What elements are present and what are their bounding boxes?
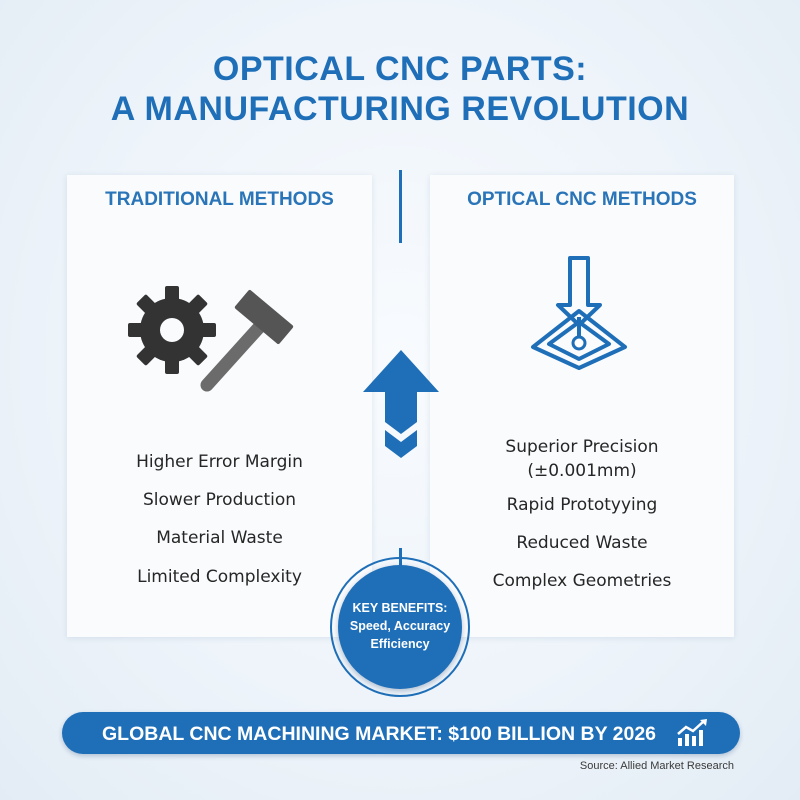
laser-platform-icon bbox=[531, 256, 627, 370]
list-item: Reduced Waste bbox=[516, 533, 648, 553]
list-item: Superior Precision bbox=[505, 437, 659, 457]
growth-chart-icon bbox=[677, 719, 707, 746]
market-banner: GLOBAL CNC MACHINING MARKET: $100 BILLIO… bbox=[62, 712, 740, 754]
list-item: Limited Complexity bbox=[137, 567, 302, 587]
traditional-methods-panel: TRADITIONAL METHODS Higher Error Margin … bbox=[67, 175, 372, 637]
market-banner-text: GLOBAL CNC MACHINING MARKET: $100 BILLIO… bbox=[102, 723, 657, 745]
badge-title: KEY BENEFITS: bbox=[352, 601, 448, 615]
list-item: (±0.001mm) bbox=[527, 461, 637, 481]
list-item: Material Waste bbox=[156, 528, 283, 548]
page-title-line-1: OPTICAL CNC PARTS: bbox=[212, 50, 588, 88]
optical-cnc-methods-heading: OPTICAL CNC METHODS bbox=[467, 189, 697, 210]
gear-hammer-icon bbox=[128, 286, 294, 392]
badge-line: Efficiency bbox=[370, 637, 430, 651]
key-benefits-badge: KEY BENEFITS: Speed, Accuracy Efficiency bbox=[338, 565, 462, 689]
list-item: Slower Production bbox=[142, 490, 297, 510]
list-item: Complex Geometries bbox=[492, 571, 672, 591]
list-item: Higher Error Margin bbox=[136, 452, 303, 472]
source-citation: Source: Allied Market Research bbox=[579, 760, 734, 772]
hammer-icon bbox=[200, 289, 294, 392]
page-title-line-2: A MANUFACTURING REVOLUTION bbox=[110, 90, 690, 128]
badge-line: Speed, Accuracy bbox=[349, 619, 451, 633]
badge-ring bbox=[330, 557, 470, 697]
up-arrow-icon bbox=[363, 350, 439, 458]
traditional-methods-heading: TRADITIONAL METHODS bbox=[105, 189, 334, 210]
list-item: Rapid Prototyying bbox=[506, 495, 658, 515]
gear-icon bbox=[128, 286, 216, 374]
center-divider-top bbox=[399, 170, 402, 243]
optical-cnc-methods-panel: OPTICAL CNC METHODS Superior Precision (… bbox=[430, 175, 734, 637]
